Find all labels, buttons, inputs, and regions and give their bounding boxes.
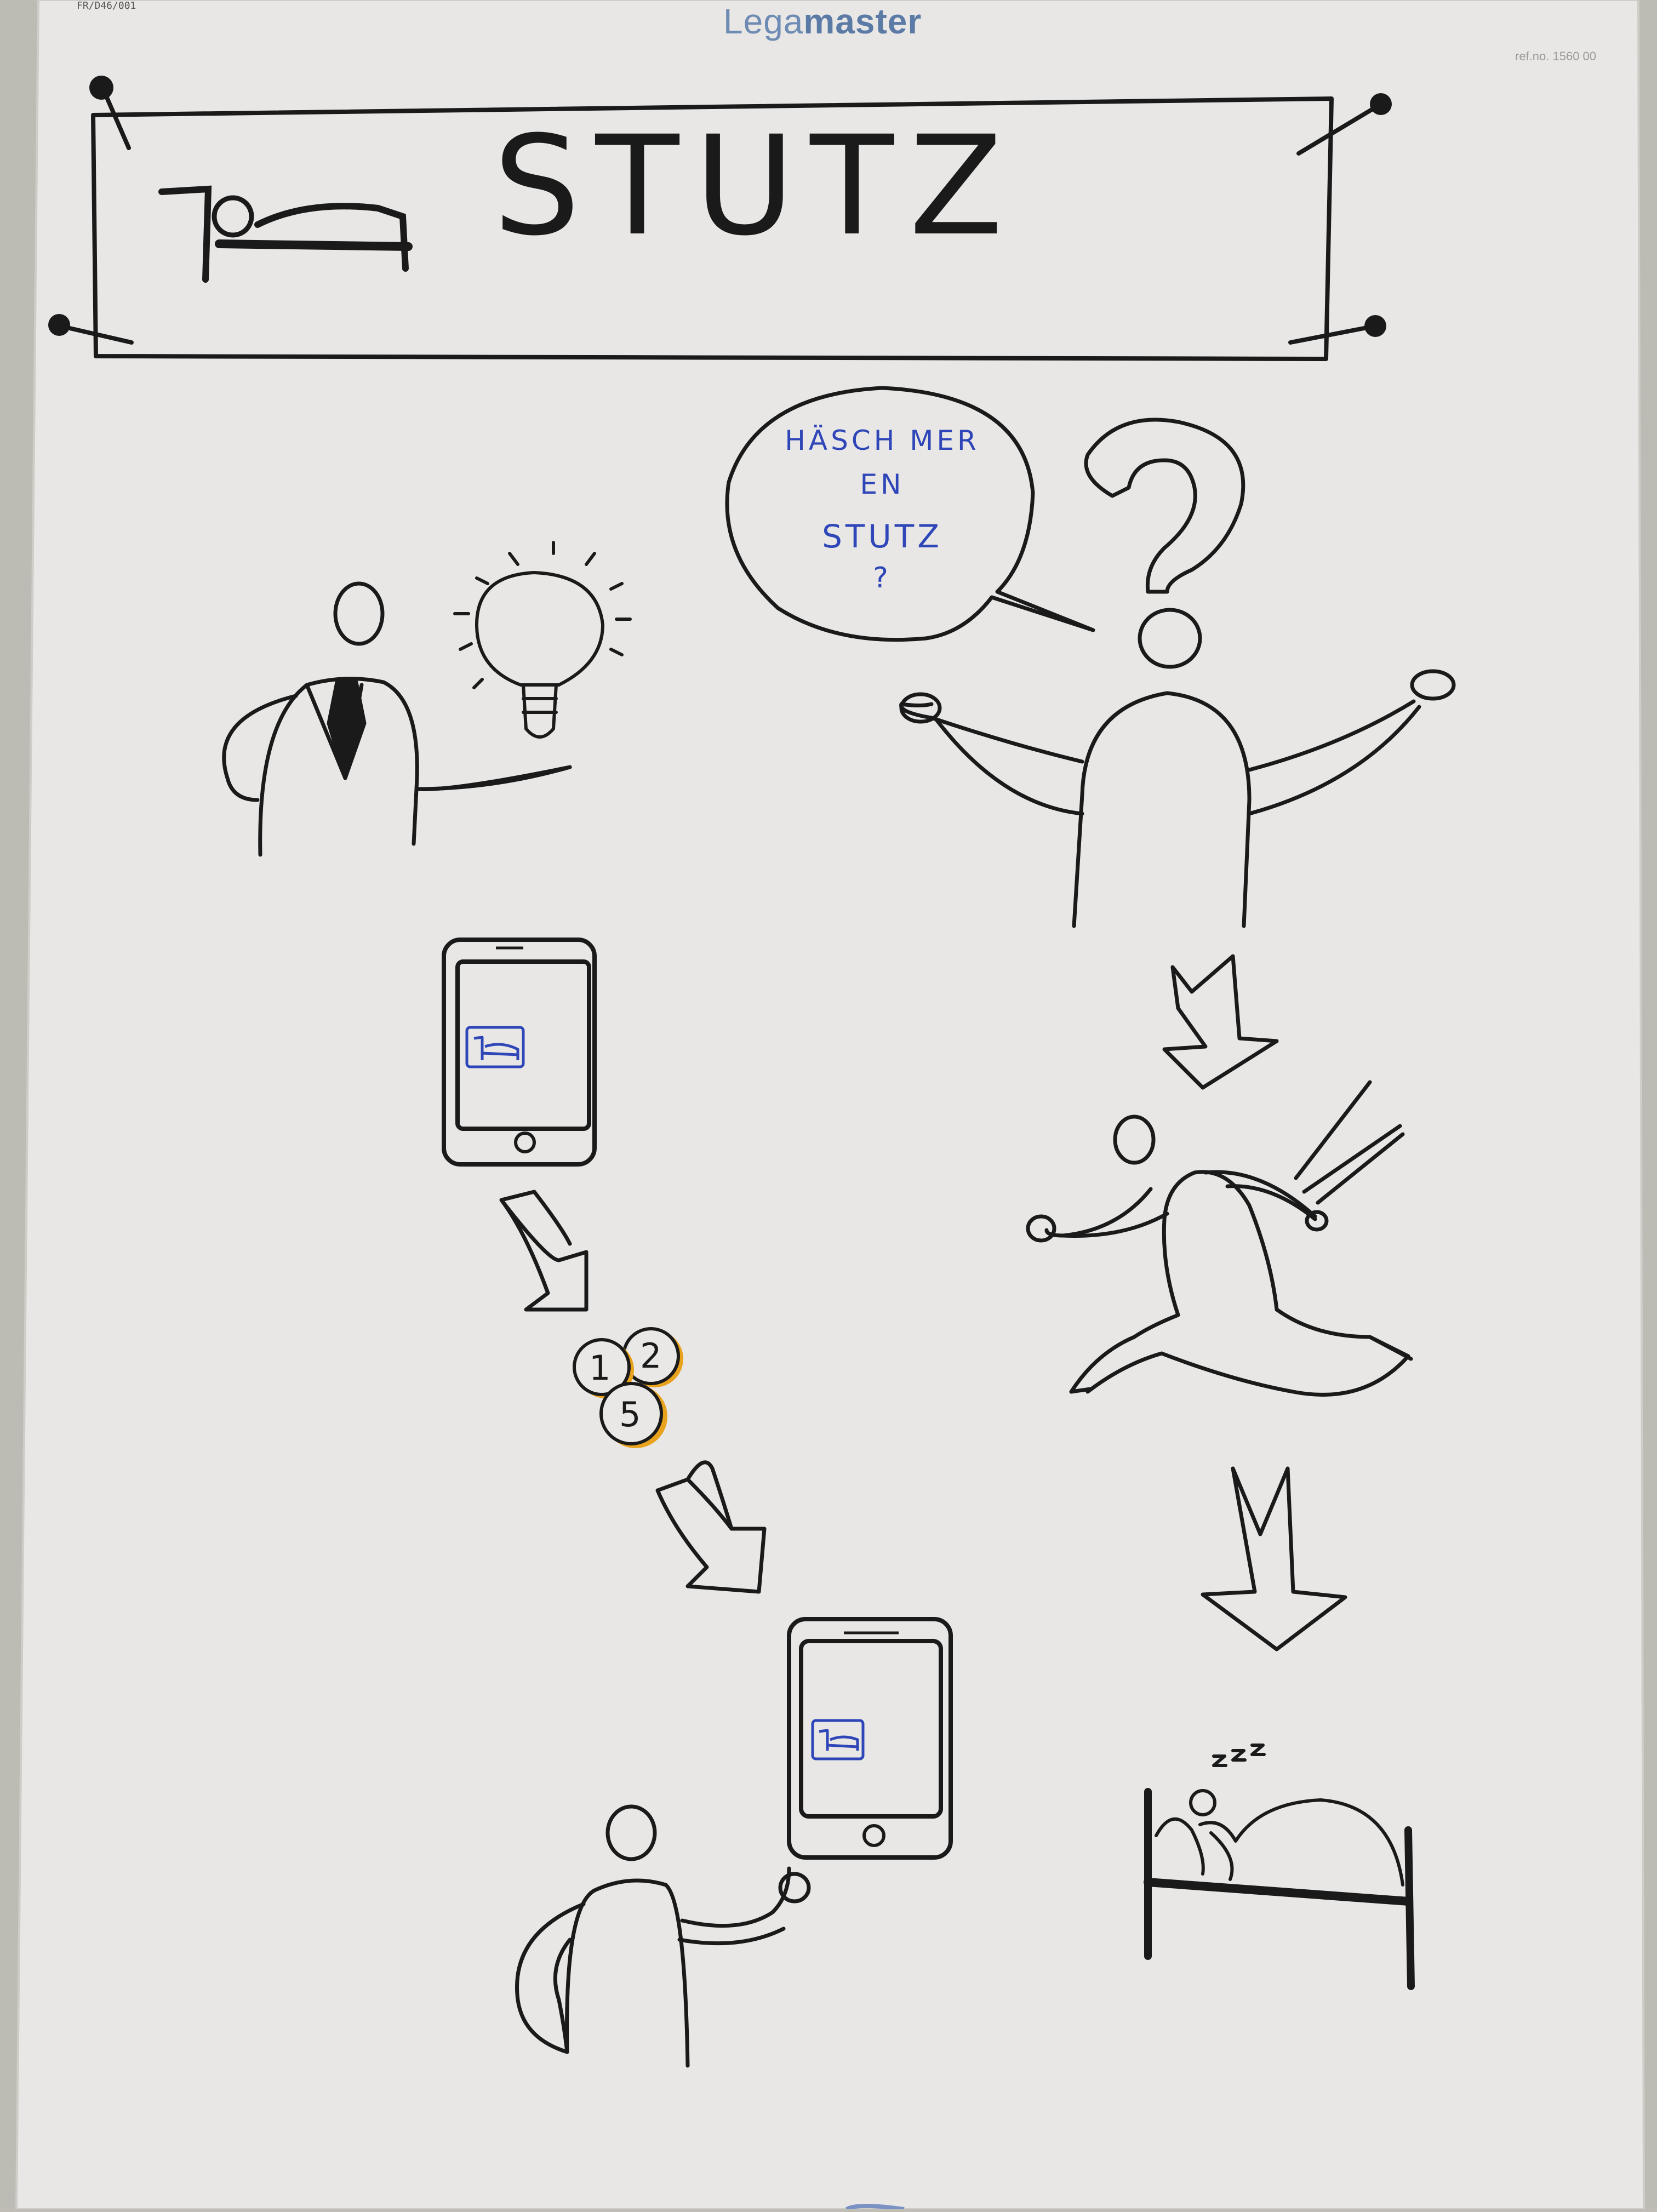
pins [48,76,1392,337]
confused-person [899,608,1456,928]
arrow-icon [499,1190,588,1312]
tablet-icon [442,938,597,1167]
page-title: STUTZ [493,106,1019,266]
coin-label: 2 [640,1336,662,1376]
coin-label: 1 [589,1348,611,1388]
paper-sheet [16,0,1644,2209]
bubble-line-2: EN [860,468,905,500]
arrow-icon [1201,1466,1347,1651]
idea-person [222,581,572,857]
sheet-code: FR/D46/001 [77,0,136,12]
bubble-line-3: STUTZ [822,518,942,555]
tablet-icon [787,1617,953,1860]
person-with-tablet [515,1804,811,2068]
speech-bubble [725,386,1095,642]
running-person-icon [1026,1080,1413,1397]
bubble-line-1: HÄSCH MER [785,425,980,456]
bubble-line-4: ? [873,562,892,595]
ref-number: ref.no. 1560 00 [1515,49,1597,63]
arrow-icon [1162,954,1279,1090]
lightbulb-icon [453,541,632,739]
question-mark-icon [1084,418,1245,594]
brand-logo: Legamaster [723,2,922,41]
coin-icon [573,1327,683,1448]
arrow-icon [655,1460,767,1594]
sleeping-person-icon [1144,1744,1415,1990]
bed-icon [158,185,413,283]
coin-label: 5 [619,1394,641,1434]
